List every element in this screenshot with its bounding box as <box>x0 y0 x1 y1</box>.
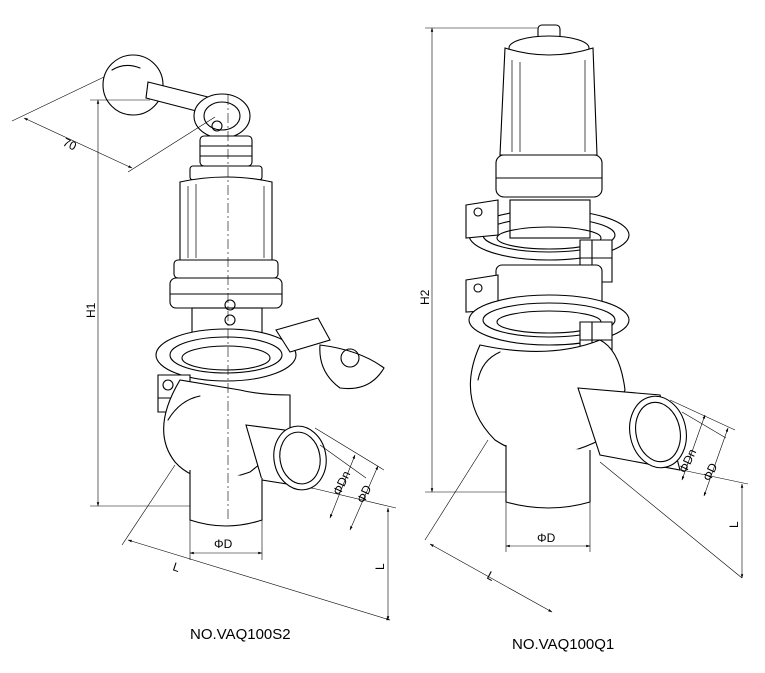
upper-collar <box>495 154 603 198</box>
dim-h2-label: H2 <box>418 289 432 305</box>
clamp-ring <box>155 328 297 382</box>
bottom-outlet <box>189 470 263 527</box>
dim-l-left-label: L <box>485 568 498 584</box>
valve-vaq100q1 <box>465 24 687 509</box>
top-cylinder <box>499 47 598 156</box>
bottom-outlet <box>505 445 591 509</box>
dim-inner-diameter-label: ΦDn <box>330 469 353 498</box>
model-caption-left: NO.VAQ100S2 <box>190 626 291 643</box>
dim-bottom-diameter-label: ΦD <box>214 537 233 551</box>
handle-knob <box>193 93 251 139</box>
dim-l-right-label: L <box>373 563 387 570</box>
dim-l-left-label: L <box>171 560 182 575</box>
model-caption-right: NO.VAQ100Q1 <box>512 636 615 653</box>
actuator-cylinder <box>179 176 273 261</box>
dim-bottom-diameter-label: ΦD <box>537 531 556 545</box>
dim-l-right-label: L <box>727 521 741 528</box>
dim-outer-diameter-label: ΦD <box>700 461 721 484</box>
clamp-latch <box>275 317 331 353</box>
actuator-ring <box>173 259 279 279</box>
dim-outer-diameter-label: ΦD <box>354 483 375 506</box>
dim-h1-label: H1 <box>84 302 98 318</box>
dimensions-left: 70 H1 ΦD L L ΦDn ΦD <box>11 76 397 621</box>
neck-rings <box>199 135 253 167</box>
valve-vaq100s2 <box>102 54 385 527</box>
handle-ball-highlight <box>111 64 141 71</box>
dim-handle-label: 70 <box>61 135 79 153</box>
